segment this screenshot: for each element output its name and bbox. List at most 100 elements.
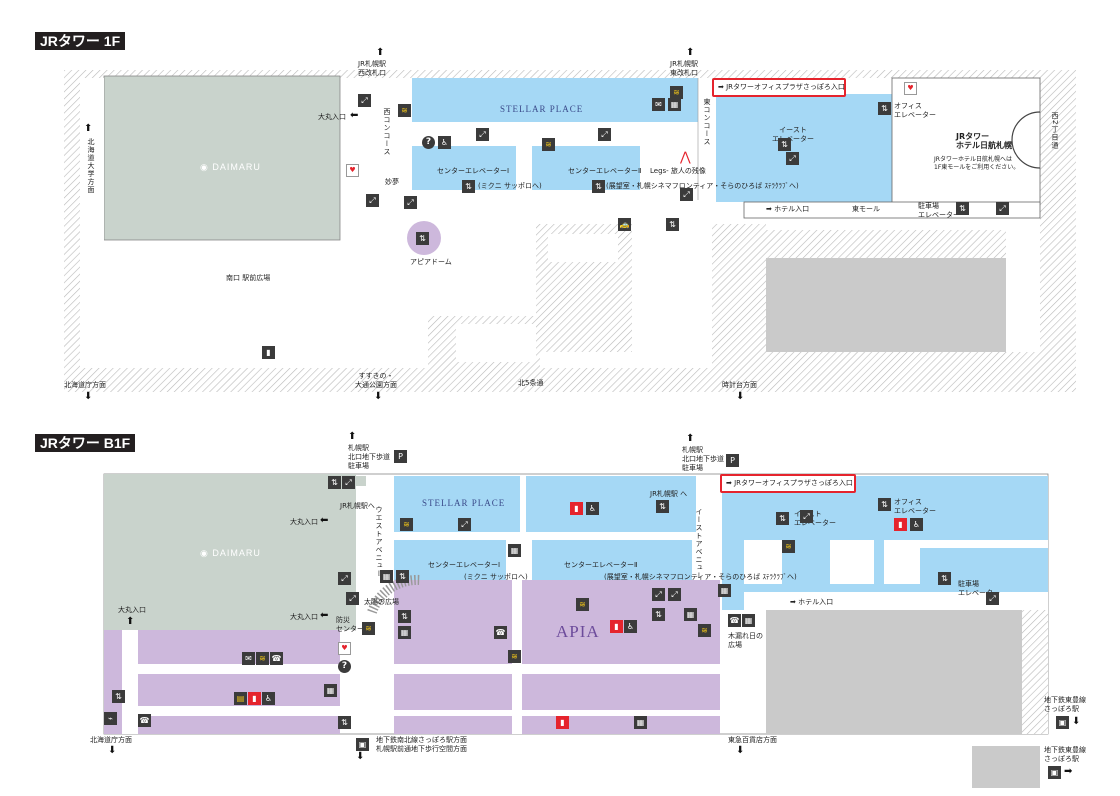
- subway-icon: ▣: [1056, 716, 1069, 729]
- down-arrow-icon: ⬇: [736, 745, 745, 756]
- restroom-icon: ▮: [248, 692, 261, 705]
- escalator-icon: ⤢: [986, 592, 999, 605]
- escalator-icon: ⤢: [338, 572, 351, 585]
- escalator-icon: ⤢: [342, 476, 355, 489]
- escalator-icon: ⤢: [404, 196, 417, 209]
- wifi-icon: ≋: [542, 138, 555, 151]
- escalator-icon: ⤢: [800, 510, 813, 523]
- mail-icon: ✉: [242, 652, 255, 665]
- aed-icon: ♥: [346, 164, 359, 177]
- elevator-icon: ⇅: [112, 690, 125, 703]
- office-plaza-entrance-label-b1: JRタワーオフィスプラザさっぽろ入口: [734, 479, 853, 487]
- accessible-icon: ♿: [262, 692, 275, 705]
- stellar-place-logo-b1: STELLAR PLACE: [422, 498, 506, 508]
- myomu-label: 妙夢: [385, 178, 399, 186]
- phone-icon: ☎: [270, 652, 283, 665]
- wifi-icon: ≋: [698, 624, 711, 637]
- east-avenue-label: イーストアベニュー: [695, 508, 703, 580]
- left-arrow-icon: ⬅: [320, 515, 329, 526]
- down-arrow-icon: ⬇: [736, 391, 745, 402]
- center-elevator-2-label: センターエレベーターⅡ: [568, 167, 642, 175]
- parking-elevator-label: 駐車場 エレベーター: [918, 202, 960, 219]
- office-plaza-entrance-highlight[interactable]: ➡ JRタワーオフィスプラザさっぽろ入口: [712, 78, 846, 97]
- gov-office-direction-b1: 北海道庁方面: [90, 736, 132, 744]
- escalator-icon: ⤢: [680, 188, 693, 201]
- office-elevator-label-b1: オフィス エレベーター: [894, 498, 936, 515]
- susukino-direction: すすきの・ 大通公園方面: [355, 372, 397, 389]
- restroom-icon: ▮: [894, 518, 907, 531]
- komorebi-plaza-label: 木漏れ日の 広場: [728, 632, 763, 649]
- east-mall-label: 東モール: [852, 205, 880, 213]
- accessible-icon: ♿: [438, 136, 451, 149]
- elevator-icon: ⇅: [416, 232, 429, 245]
- wifi-icon: ≋: [400, 518, 413, 531]
- restroom-icon: ▮: [570, 502, 583, 515]
- up-arrow-icon: ⬆: [84, 123, 93, 134]
- locker-icon: ▦: [398, 626, 411, 639]
- daimaru-entrance-label-2: 大丸入口: [118, 606, 146, 614]
- up-arrow-icon: ⬆: [126, 616, 135, 627]
- smoking-icon: ⌁: [104, 712, 117, 725]
- kita5-street-label: 北5条通: [518, 379, 544, 387]
- gov-office-direction-1f: 北海道庁方面: [64, 381, 106, 389]
- center-elevator-2-label-b1: センターエレベーターⅡ: [564, 561, 638, 569]
- down-arrow-icon: ⬇: [1072, 716, 1081, 727]
- to-jr-west-label: JR札幌駅へ: [340, 502, 375, 510]
- office-plaza-entrance-highlight-b1[interactable]: ➡ JRタワーオフィスプラザさっぽろ入口: [720, 474, 856, 493]
- elevator-icon: ⇅: [652, 608, 665, 621]
- wifi-icon: ≋: [508, 650, 521, 663]
- apia-dome-label: アピアドーム: [410, 258, 452, 266]
- hotel-nikko-label: JRタワー ホテル日航札幌: [956, 132, 1012, 150]
- elevator-icon: ⇅: [878, 102, 891, 115]
- aed-icon: ♥: [338, 642, 351, 655]
- daimaru-entrance-label-1: 大丸入口: [290, 518, 318, 526]
- north-underground-east-label: 札幌駅 北口地下歩道 駐車場: [682, 446, 724, 472]
- down-arrow-icon: ⬇: [108, 745, 117, 756]
- accessible-icon: ♿: [624, 620, 637, 633]
- right-arrow-icon: ➡: [1064, 766, 1073, 777]
- east-elevator-label: イースト エレベーター: [772, 126, 814, 143]
- info-icon: ?: [422, 136, 435, 149]
- elevator-icon: ⇅: [656, 500, 669, 513]
- right-arrow-icon: ➡: [790, 598, 799, 606]
- left-arrow-icon: ⬅: [320, 610, 329, 621]
- escalator-icon: ⤢: [652, 588, 665, 601]
- elevator-icon: ⇅: [956, 202, 969, 215]
- east-concourse-label: 東コンコース: [703, 98, 711, 146]
- parking-icon: P: [726, 454, 739, 467]
- wifi-icon: ≋: [670, 86, 683, 99]
- right-arrow-icon: ➡: [718, 83, 727, 91]
- taxi-icon: 🚕: [618, 218, 631, 231]
- west-concourse-label: 西コンコース: [383, 108, 391, 156]
- hotel-note-label: JRタワーホテル日航札幌へは 1F東モールをご利用ください。: [934, 156, 1020, 171]
- floor-b1f-tag: JRタワー B1F: [35, 434, 136, 452]
- elevator-icon: ⇅: [396, 570, 409, 583]
- floor-1f-tag: JRタワー 1F: [35, 32, 126, 50]
- clock-tower-direction: 時計台方面: [722, 381, 757, 389]
- elevator-icon: ⇅: [778, 138, 791, 151]
- parking-elevator-label-b1: 駐車場 エレベーター: [958, 580, 1000, 597]
- wifi-icon: ≋: [398, 104, 411, 117]
- nishi2-street-label: 西2丁目通: [1051, 112, 1059, 150]
- wifi-icon: ≋: [362, 622, 375, 635]
- locker-icon: ▦: [634, 716, 647, 729]
- locker-icon: ▦: [742, 614, 755, 627]
- locker-icon: ▦: [718, 584, 731, 597]
- escalator-icon: ⤢: [668, 588, 681, 601]
- legs-sculpture-icon: ⋀: [680, 150, 691, 165]
- right-arrow-icon: ➡: [726, 479, 735, 487]
- escalator-icon: ⤢: [366, 194, 379, 207]
- locker-icon: ▦: [324, 684, 337, 697]
- south-plaza-label: 南口 駅前広場: [226, 274, 271, 282]
- escalator-icon: ⤢: [996, 202, 1009, 215]
- locker-icon: ▦: [684, 608, 697, 621]
- elevator-icon: ⇅: [398, 610, 411, 623]
- center-elevator-1-sub: (ミクニ サッポロへ): [478, 182, 542, 190]
- apia-logo: APIA: [556, 622, 600, 641]
- escalator-icon: ⤢: [346, 592, 359, 605]
- phone-icon: ☎: [728, 614, 741, 627]
- tokyu-direction: 東急百貨店方面: [728, 736, 777, 744]
- disaster-center-label: 防災 センター: [336, 616, 364, 633]
- phone-icon: ☎: [138, 714, 151, 727]
